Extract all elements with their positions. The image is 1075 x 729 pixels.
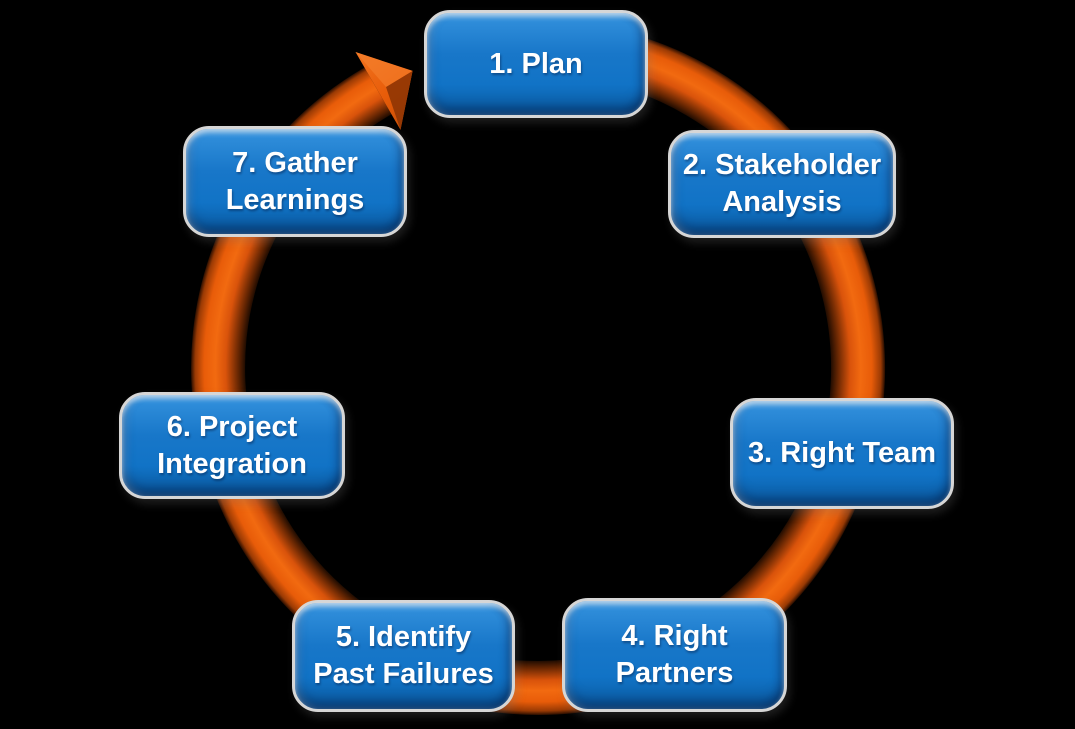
- step-box-7-gather-learnings: 7. Gather Learnings: [183, 126, 407, 237]
- step-label: 2. Stakeholder Analysis: [671, 147, 893, 220]
- step-box-3-right-team: 3. Right Team: [730, 398, 954, 509]
- step-label-line2: Past Failures: [313, 658, 494, 690]
- step-label-line1: 3. Right Team: [748, 437, 936, 470]
- step-label-line1: 4. Right: [621, 620, 728, 653]
- step-box-6-project-integration: 6. Project Integration: [119, 392, 345, 499]
- step-box-4-right-partners: 4. Right Partners: [562, 598, 787, 712]
- step-label-line1: 1. Plan: [489, 47, 583, 80]
- step-label: 1. Plan: [427, 46, 645, 83]
- cycle-arrowhead-dark-facet: [386, 70, 413, 130]
- step-label: 4. Right Partners: [565, 618, 784, 691]
- step-box-1-plan: 1. Plan: [424, 10, 648, 118]
- step-label: 7. Gather Learnings: [186, 145, 404, 218]
- step-label: 5. Identify Past Failures: [295, 619, 512, 692]
- cycle-arrowhead-light-facet: [355, 52, 413, 87]
- step-label-line2: Analysis: [722, 186, 842, 218]
- step-label-line2: Integration: [157, 447, 307, 480]
- step-box-2-stakeholder-analysis: 2. Stakeholder Analysis: [668, 130, 896, 238]
- step-box-5-identify-past-failures: 5. Identify Past Failures: [292, 600, 515, 712]
- step-label-line1: 6. Project: [166, 410, 298, 443]
- step-label-line2: Learnings: [225, 183, 365, 216]
- step-label: 3. Right Team: [733, 435, 951, 472]
- step-label-line1: 2. Stakeholder: [682, 149, 882, 182]
- step-label-line1: 7. Gather: [232, 146, 358, 179]
- step-label-line1: 5. Identify: [335, 621, 472, 654]
- step-label: 6. Project Integration: [122, 409, 342, 482]
- step-label-line2: Partners: [615, 657, 734, 689]
